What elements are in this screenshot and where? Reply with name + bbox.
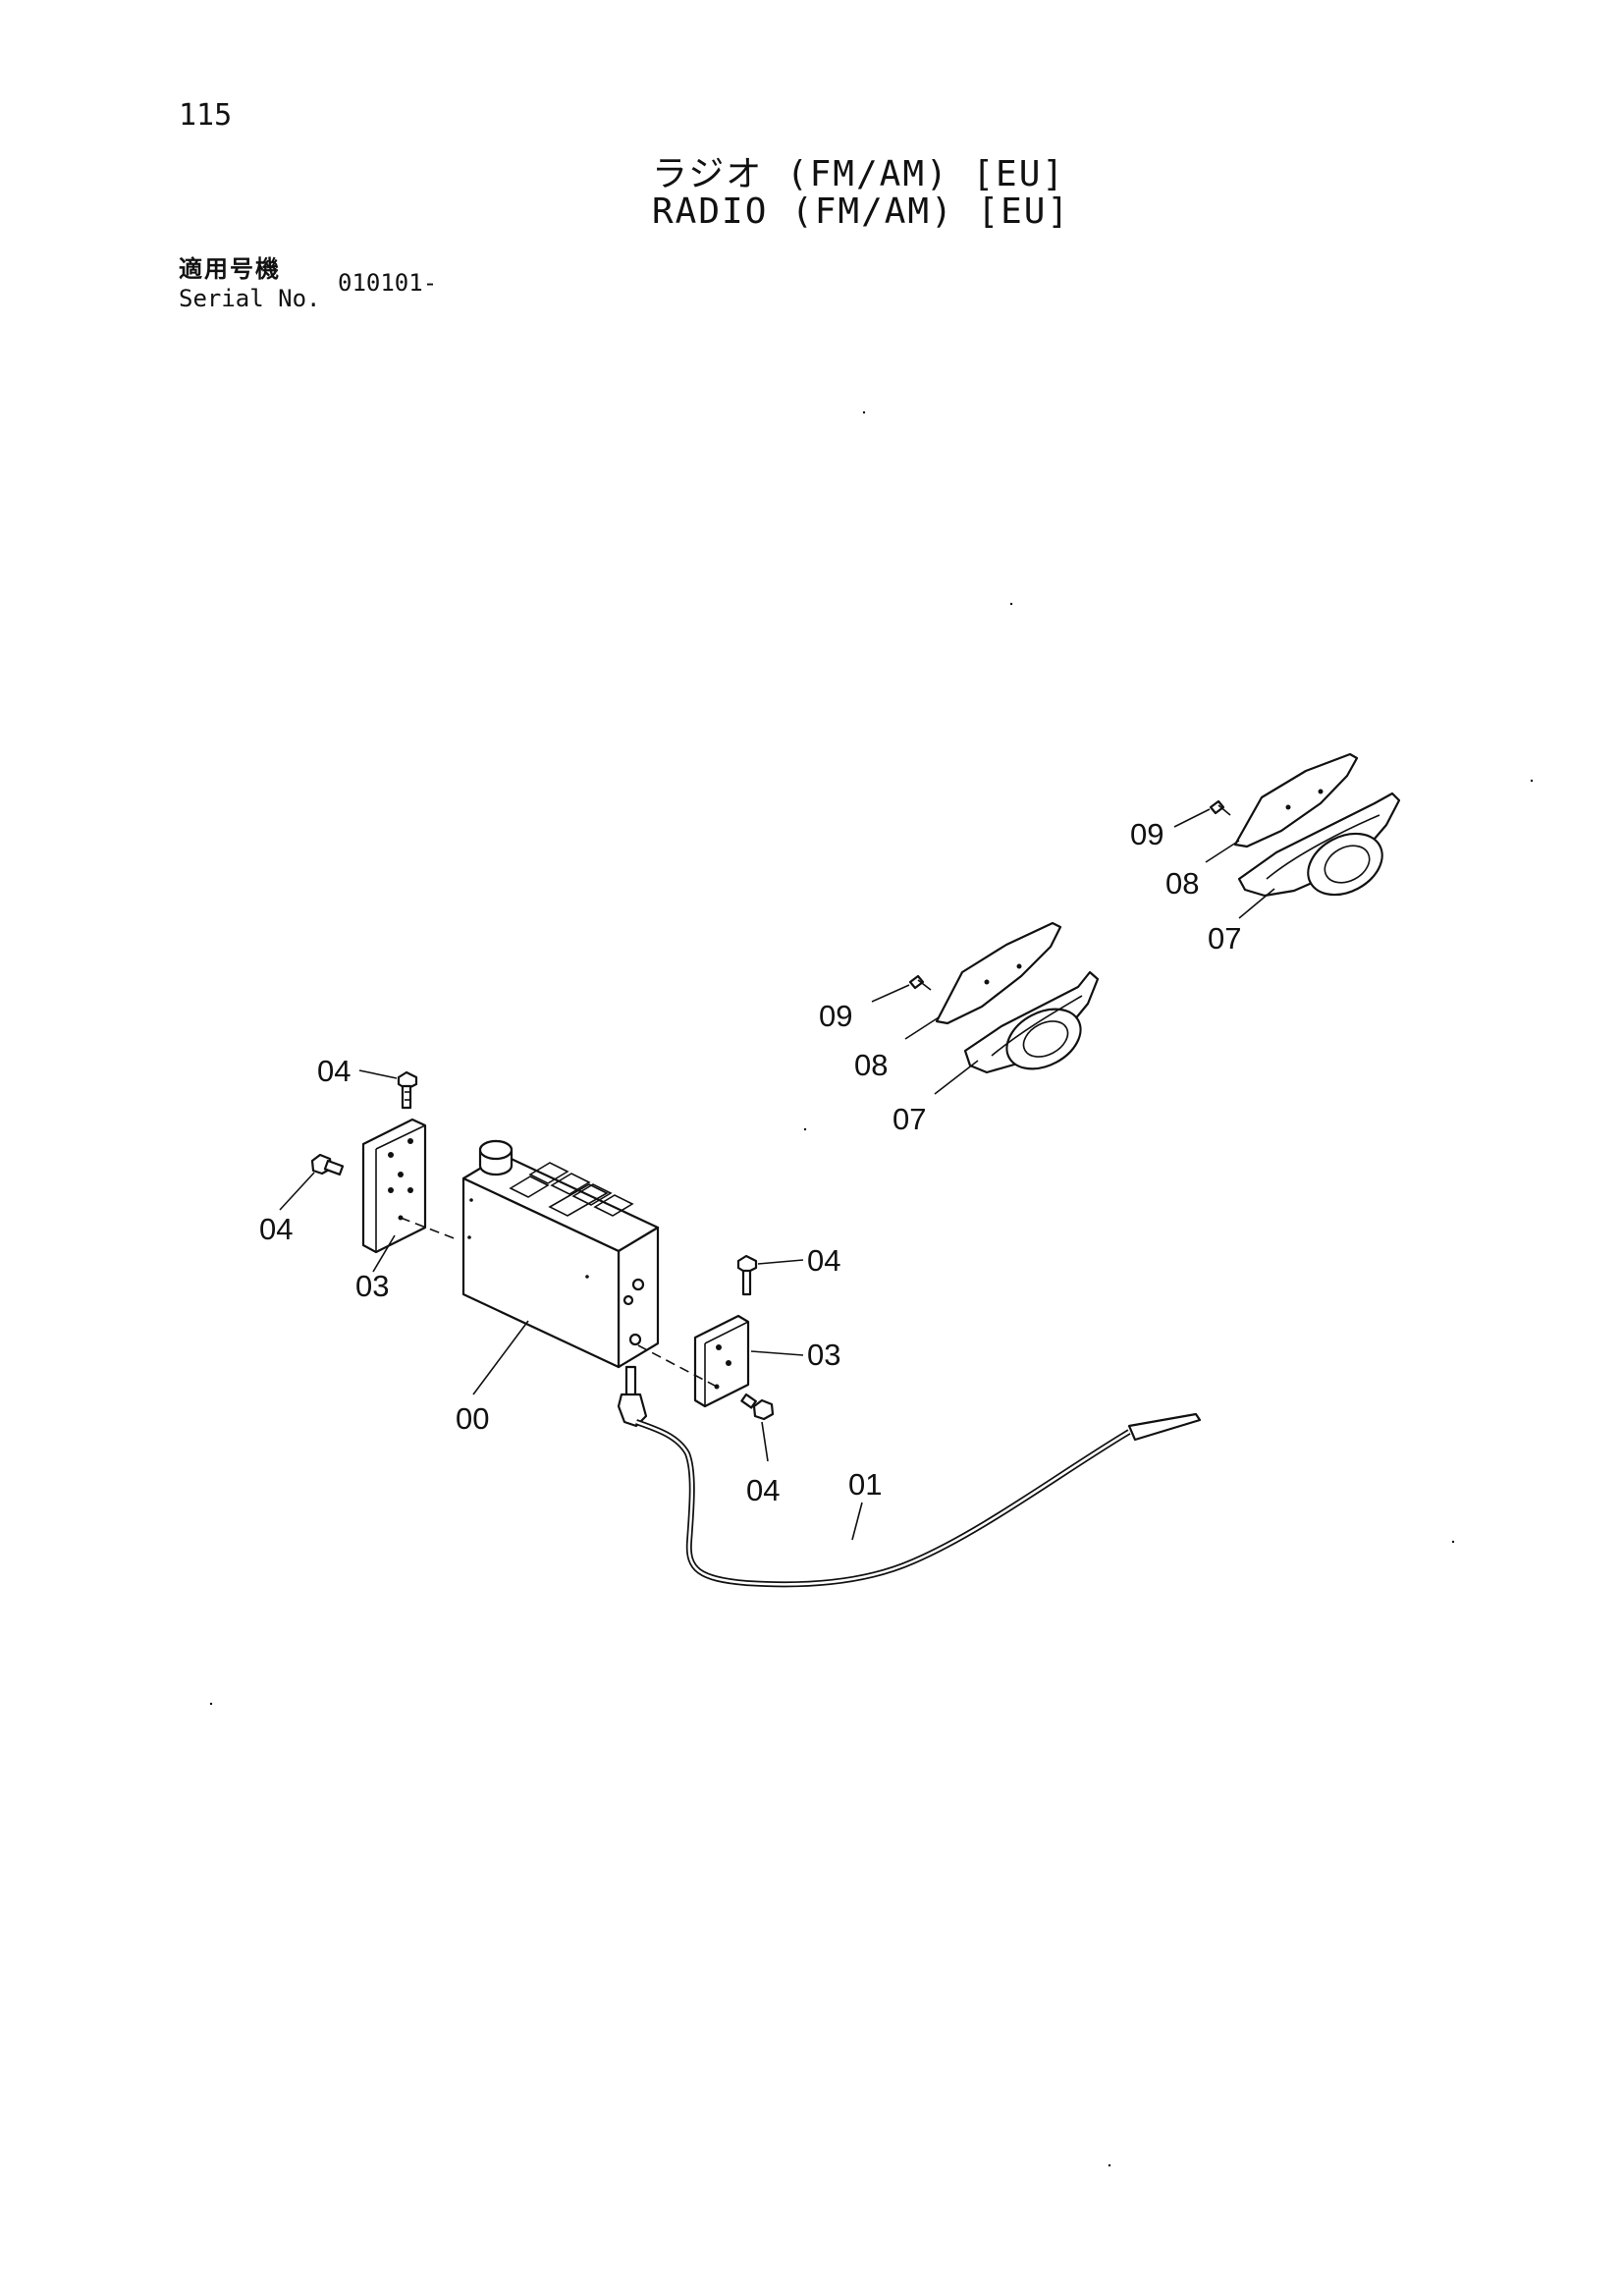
page-number: 115 — [179, 98, 233, 133]
antenna-tip — [1127, 1412, 1202, 1442]
speaker-assembly-a: 09 08 07 — [819, 921, 1100, 1136]
grille-b — [1233, 752, 1359, 848]
speaker-assembly-b: 09 08 07 — [1130, 752, 1401, 956]
antenna-cable: 01 — [617, 1365, 1202, 1588]
callout-bracket-right: 03 — [807, 1338, 840, 1372]
bracket-right: 03 — [693, 1314, 840, 1408]
screw-right-bottom: 04 — [740, 1393, 780, 1507]
callout-antenna: 01 — [848, 1467, 882, 1502]
radio-unit: 00 — [456, 1139, 660, 1436]
callout-speaker-a: 07 — [893, 1102, 926, 1136]
callout-screw-right-top: 04 — [807, 1243, 840, 1278]
callout-screw-right-bottom: 04 — [746, 1473, 780, 1507]
assembly-line-left — [400, 1217, 458, 1240]
screw-left-top: 04 — [317, 1054, 418, 1110]
callout-grille-b: 08 — [1165, 866, 1199, 901]
page-title-japanese: ラジオ (FM/AM) [EU] — [652, 154, 1066, 194]
screw-right-top: 04 — [736, 1243, 840, 1296]
callout-radio: 00 — [456, 1401, 489, 1436]
scan-noise — [209, 410, 1534, 2167]
serial-label-english: Serial No. — [179, 285, 321, 312]
callout-screw-left-top: 04 — [317, 1054, 351, 1088]
bracket-left: 03 — [355, 1118, 427, 1303]
screw-left-side: 04 — [259, 1153, 345, 1246]
callout-grille-a: 08 — [854, 1048, 888, 1082]
serial-label-japanese: 適用号機 — [179, 255, 281, 283]
callout-speaker-b: 07 — [1208, 921, 1241, 956]
callout-screw-left-side: 04 — [259, 1212, 293, 1246]
grille-a — [935, 921, 1062, 1025]
screw-a — [908, 974, 925, 990]
callout-bracket-left: 03 — [355, 1269, 389, 1303]
serial-number-value: 010101- — [338, 269, 438, 297]
callout-screw-b: 09 — [1130, 817, 1163, 851]
screw-b — [1209, 799, 1225, 815]
page-title-english: RADIO (FM/AM) [EU] — [652, 191, 1071, 232]
callout-screw-a: 09 — [819, 999, 852, 1033]
